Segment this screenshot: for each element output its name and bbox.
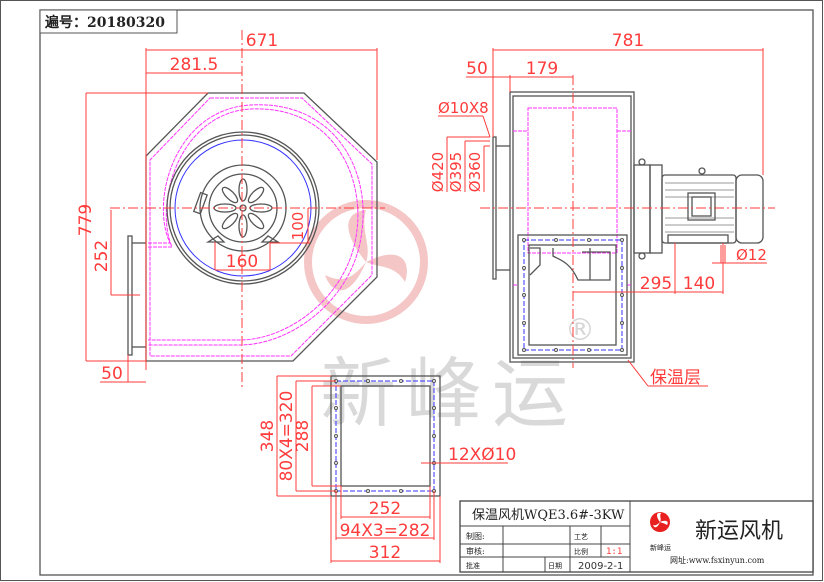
- dim-50: 50: [101, 364, 123, 384]
- serial-label: 遍号：20180320: [44, 14, 165, 31]
- outlet-flange-side: [517, 234, 628, 356]
- housing-outline: [145, 92, 378, 362]
- flange-bolts-front: [334, 379, 436, 493]
- side-view: 781 50 179 Ø10X8 Ø420 Ø395 Ø360 295 140 …: [429, 31, 775, 388]
- bolt-holes-label: Ø10X8: [438, 99, 489, 117]
- flange-holes-label: 12XØ10: [448, 445, 516, 465]
- outlet-flange-view: 348 80X4=320 288 252 94X3=282 312 12XØ10: [258, 375, 516, 563]
- flange-outer: [330, 375, 441, 497]
- front-view: 671 281.5 779 252 50 160 100: [76, 30, 385, 390]
- dim-781: 781: [612, 31, 644, 51]
- lifting-eye: [698, 167, 706, 175]
- checked-label: 审核:: [466, 546, 485, 556]
- registered-mark: ®: [565, 313, 595, 348]
- dim-dia-360: Ø360: [466, 152, 484, 192]
- scale-label: 比例: [574, 547, 588, 556]
- title-block: 保温风机WQE3.6#-3KW 制图: 审核: 批准 工艺 比例 1:1 日期 …: [459, 500, 814, 573]
- motor: [633, 158, 764, 260]
- watermark-fan-icon: [325, 210, 407, 291]
- website: 网址:www.fsxinyun.com: [670, 555, 765, 565]
- dim-dia-12: Ø12: [736, 246, 767, 264]
- date-label: 日期: [548, 562, 562, 570]
- approved-label: 批准: [466, 561, 480, 570]
- inner-frame: [39, 9, 814, 576]
- dim-779: 779: [76, 204, 96, 236]
- dim-140: 140: [683, 274, 715, 294]
- flange-bolts: [522, 238, 624, 352]
- dim-dia-420: Ø420: [429, 152, 447, 192]
- terminal-box: [192, 191, 209, 215]
- dim-281-5: 281.5: [170, 55, 219, 75]
- drawing-title: 保温风机WQE3.6#-3KW: [472, 508, 625, 523]
- dim-179: 179: [526, 59, 558, 79]
- watermark-text: 新峰运: [320, 349, 578, 438]
- insulation-label: 保温层: [650, 368, 701, 388]
- dim-312: 312: [369, 543, 401, 563]
- dim-288: 288: [293, 420, 313, 452]
- dim-50-side: 50: [466, 59, 488, 79]
- flange-opening: [340, 385, 431, 487]
- dim-671: 671: [246, 31, 278, 51]
- dim-94x3-282: 94X3=282: [340, 521, 431, 541]
- dim-80x4-320: 80X4=320: [277, 391, 297, 482]
- process-label: 工艺: [574, 533, 588, 541]
- serial-box: [39, 9, 178, 34]
- scroll-insulation-inner: [148, 108, 359, 341]
- impeller-cutaway: [529, 247, 611, 281]
- insulation-side: [527, 107, 618, 254]
- scroll-insulation: [148, 104, 364, 346]
- terminal-box-side: [687, 192, 716, 221]
- watermark: ® 新峰运: [304, 200, 595, 438]
- dim-252-flange: 252: [369, 499, 401, 519]
- company-logo-icon: [650, 512, 670, 532]
- logo-small-text: 新峰运: [650, 543, 671, 552]
- dim-dia-395: Ø395: [447, 152, 465, 192]
- dim-252: 252: [92, 240, 112, 272]
- date-value: 2009-2-1: [578, 561, 623, 572]
- watermark-logo-icon: [304, 200, 428, 324]
- insulation-outline: [149, 97, 373, 357]
- scale-value: 1:1: [606, 547, 622, 557]
- dim-295: 295: [640, 274, 672, 294]
- dim-100: 100: [289, 212, 307, 241]
- company-name: 新运风机: [695, 519, 783, 544]
- dim-348: 348: [258, 420, 278, 452]
- drawn-label: 制图:: [466, 531, 485, 541]
- dim-160: 160: [226, 252, 258, 272]
